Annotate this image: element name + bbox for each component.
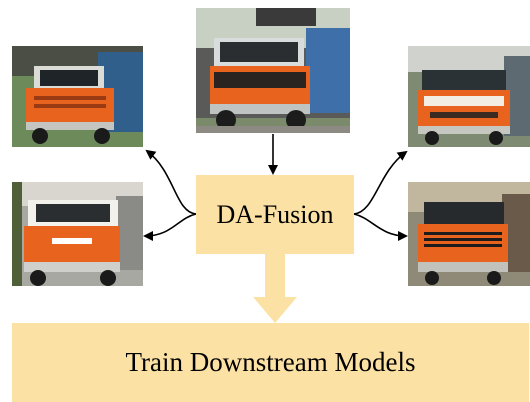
arrow-fusion-to-bottom-left bbox=[143, 213, 197, 241]
da-fusion-label: DA-Fusion bbox=[216, 199, 334, 229]
train-downstream-models-label: Train Downstream Models bbox=[125, 347, 416, 377]
da-fusion-node: DA-Fusion bbox=[196, 175, 354, 254]
arrow-fusion-to-bottom-right bbox=[353, 213, 408, 241]
arrow-fusion-to-top-right bbox=[353, 150, 408, 215]
block-arrow-down bbox=[253, 254, 297, 323]
train-downstream-models-node: Train Downstream Models bbox=[12, 323, 529, 402]
source-truck-image bbox=[196, 8, 350, 133]
augmented-truck-image-bottom-left bbox=[12, 182, 143, 286]
augmented-truck-image-top-right bbox=[408, 46, 530, 147]
arrow-fusion-to-top-left bbox=[145, 149, 197, 215]
augmented-truck-image-bottom-right bbox=[408, 182, 530, 286]
augmented-truck-image-top-left bbox=[12, 46, 143, 147]
